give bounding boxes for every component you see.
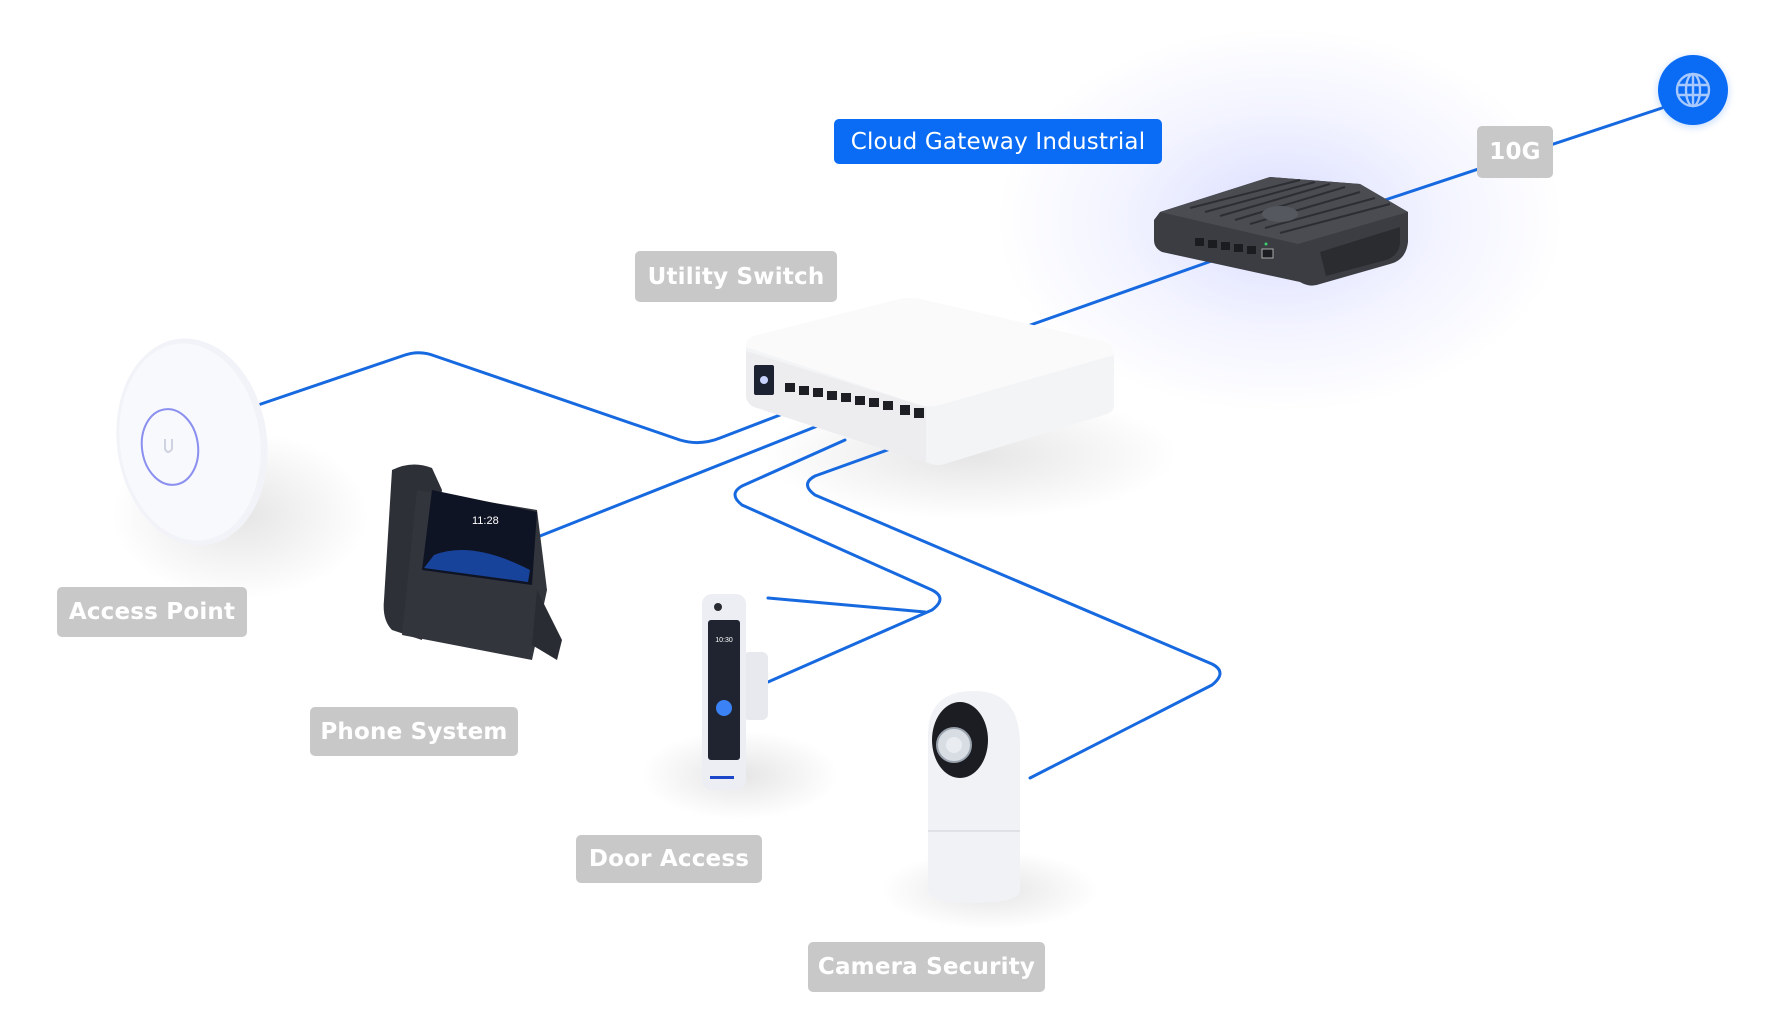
access-point-label[interactable]: Access Point [57, 587, 247, 637]
gateway-device[interactable] [1150, 172, 1420, 292]
phone-device[interactable]: 11:28 [362, 460, 577, 670]
switch-device[interactable] [740, 295, 1120, 470]
door-screen-time: 10:30 [715, 637, 733, 644]
internet-node[interactable] [1658, 55, 1728, 125]
cable-switch-phone [538, 423, 822, 538]
switch-label[interactable]: Utility Switch [635, 251, 837, 302]
uplink-speed-label: 10G [1477, 126, 1553, 178]
cable-switch-door [733, 438, 942, 684]
camera-device[interactable] [920, 685, 1035, 910]
camera-security-label[interactable]: Camera Security [808, 942, 1045, 992]
phone-screen-time: 11:28 [472, 515, 499, 527]
cable-switch-access-point [256, 351, 782, 445]
door-access-label[interactable]: Door Access [576, 835, 762, 883]
access-point-device[interactable] [112, 335, 277, 550]
cable-switch-gateway [1020, 256, 1222, 330]
door-access-device[interactable]: 10:30 [698, 590, 770, 795]
gateway-label[interactable]: Cloud Gateway Industrial [834, 119, 1162, 164]
cable-switch-camera [806, 446, 1222, 780]
phone-system-label[interactable]: Phone System [310, 707, 518, 756]
globe-icon [1675, 72, 1711, 108]
